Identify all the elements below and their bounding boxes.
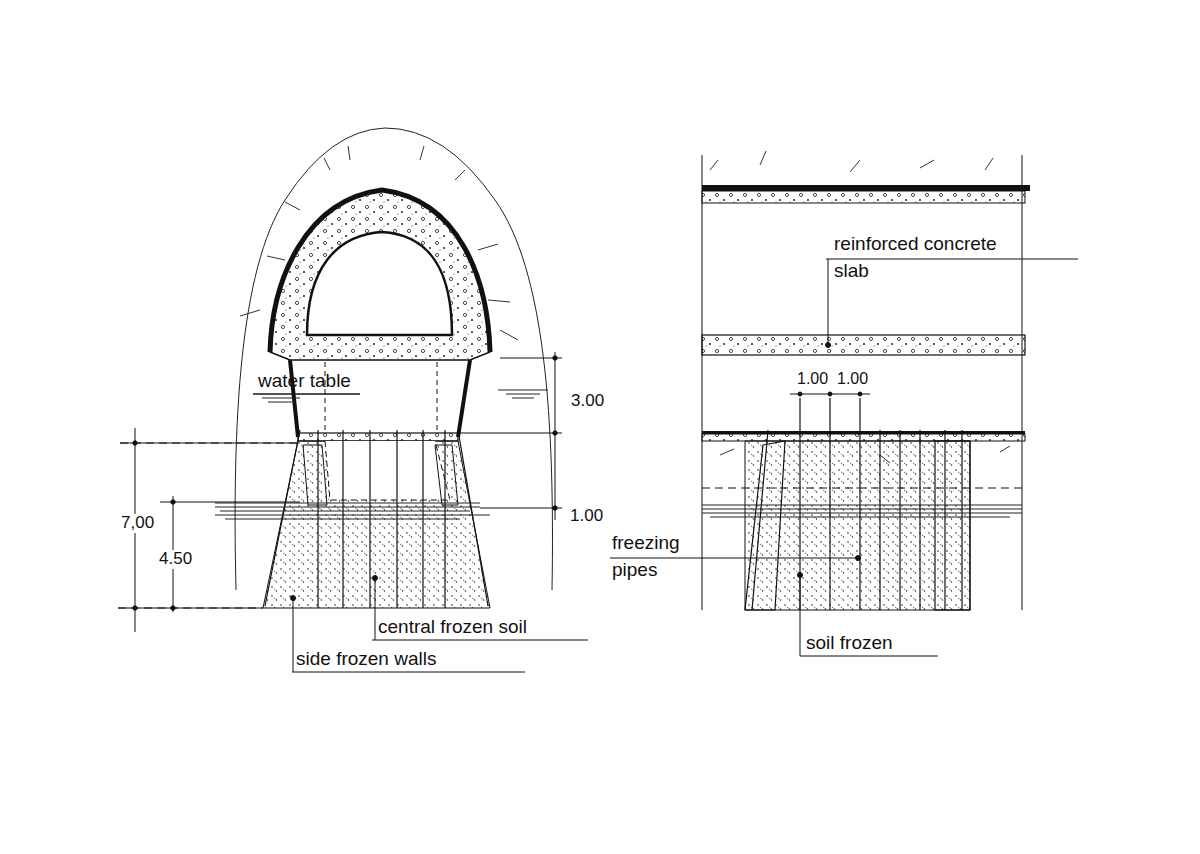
dimension-lines [828,392,832,396]
frozen-soil-block [303,445,458,505]
dimension-lines [553,431,557,435]
dimension-lines [171,500,175,504]
water-level-hatch [702,505,1022,517]
leader-lines [826,343,831,348]
dimension-lines [118,443,298,608]
reinforced-concrete-slabs [702,335,1025,355]
frozen-soil-block [745,441,970,610]
leader-lines [373,576,378,581]
freezing-pipes [752,398,962,610]
frozen-soil-block [325,441,450,500]
tunnel-lining [307,232,452,335]
part-label: soil frozen [806,630,893,657]
dimension-value: 7,00 [119,514,156,533]
leader-lines [800,575,938,656]
part-label: freezing pipes [612,530,702,583]
dimension-lines [790,392,870,396]
reinforced-concrete-slabs [702,185,1030,441]
leader-lines [253,394,588,672]
dimension-lines [118,352,562,632]
dimension-lines [171,606,175,610]
reinforced-concrete-slabs [702,185,1030,191]
leader-lines [253,394,360,395]
frozen-soil-block [263,433,490,608]
tunnel-lining [270,190,490,360]
crack-marks [240,146,518,340]
leader-lines [372,578,588,640]
tunnel-lining [270,190,490,360]
part-label: side frozen walls [296,646,436,673]
dimension-lines [553,356,557,360]
note-label: water table [258,368,351,395]
dimension-lines [553,506,557,510]
water-level-hatch [702,505,1022,517]
leader-lines [610,259,1078,656]
tunnel-lining [270,190,490,352]
dimension-lines [133,606,137,610]
leader-lines [856,556,861,561]
dimension-lines [858,392,862,396]
reinforced-concrete-slabs [702,191,1025,203]
leader-lines [610,558,858,559]
reinforced-concrete-slabs [702,434,1025,441]
frozen-soil-block [298,433,458,441]
water-level-hatch [215,503,490,519]
dimension-value: 1.00 [568,507,605,526]
frozen-soil-block [263,441,490,608]
part-label: central frozen soil [378,614,527,641]
dimension-lines [133,441,137,445]
frozen-soil-block [702,488,1022,489]
leader-lines [291,596,296,601]
dimension-value: 3.00 [569,392,606,411]
dimension-value: 1.00 [795,370,830,388]
water-level-hatch [215,503,490,519]
frozen-soil-block [702,441,1022,610]
longitudinal-frame [702,155,1022,610]
dimension-value: 4.50 [157,550,194,569]
dimension-lines [460,352,562,520]
dimension-lines [118,428,300,632]
water-table-symbol [253,390,548,402]
water-table-symbol [253,394,360,402]
longitudinal-frame [702,155,1022,610]
freezing-pipes [752,398,962,610]
leader-lines [798,573,803,578]
dimension-value: 1.00 [835,370,870,388]
crack-marks [240,146,518,340]
dimension-lines [798,392,802,396]
frozen-soil-block [935,441,970,610]
side-walls [458,360,470,437]
part-label: reinforced concrete slab [834,231,1019,284]
water-table-symbol [498,390,548,398]
